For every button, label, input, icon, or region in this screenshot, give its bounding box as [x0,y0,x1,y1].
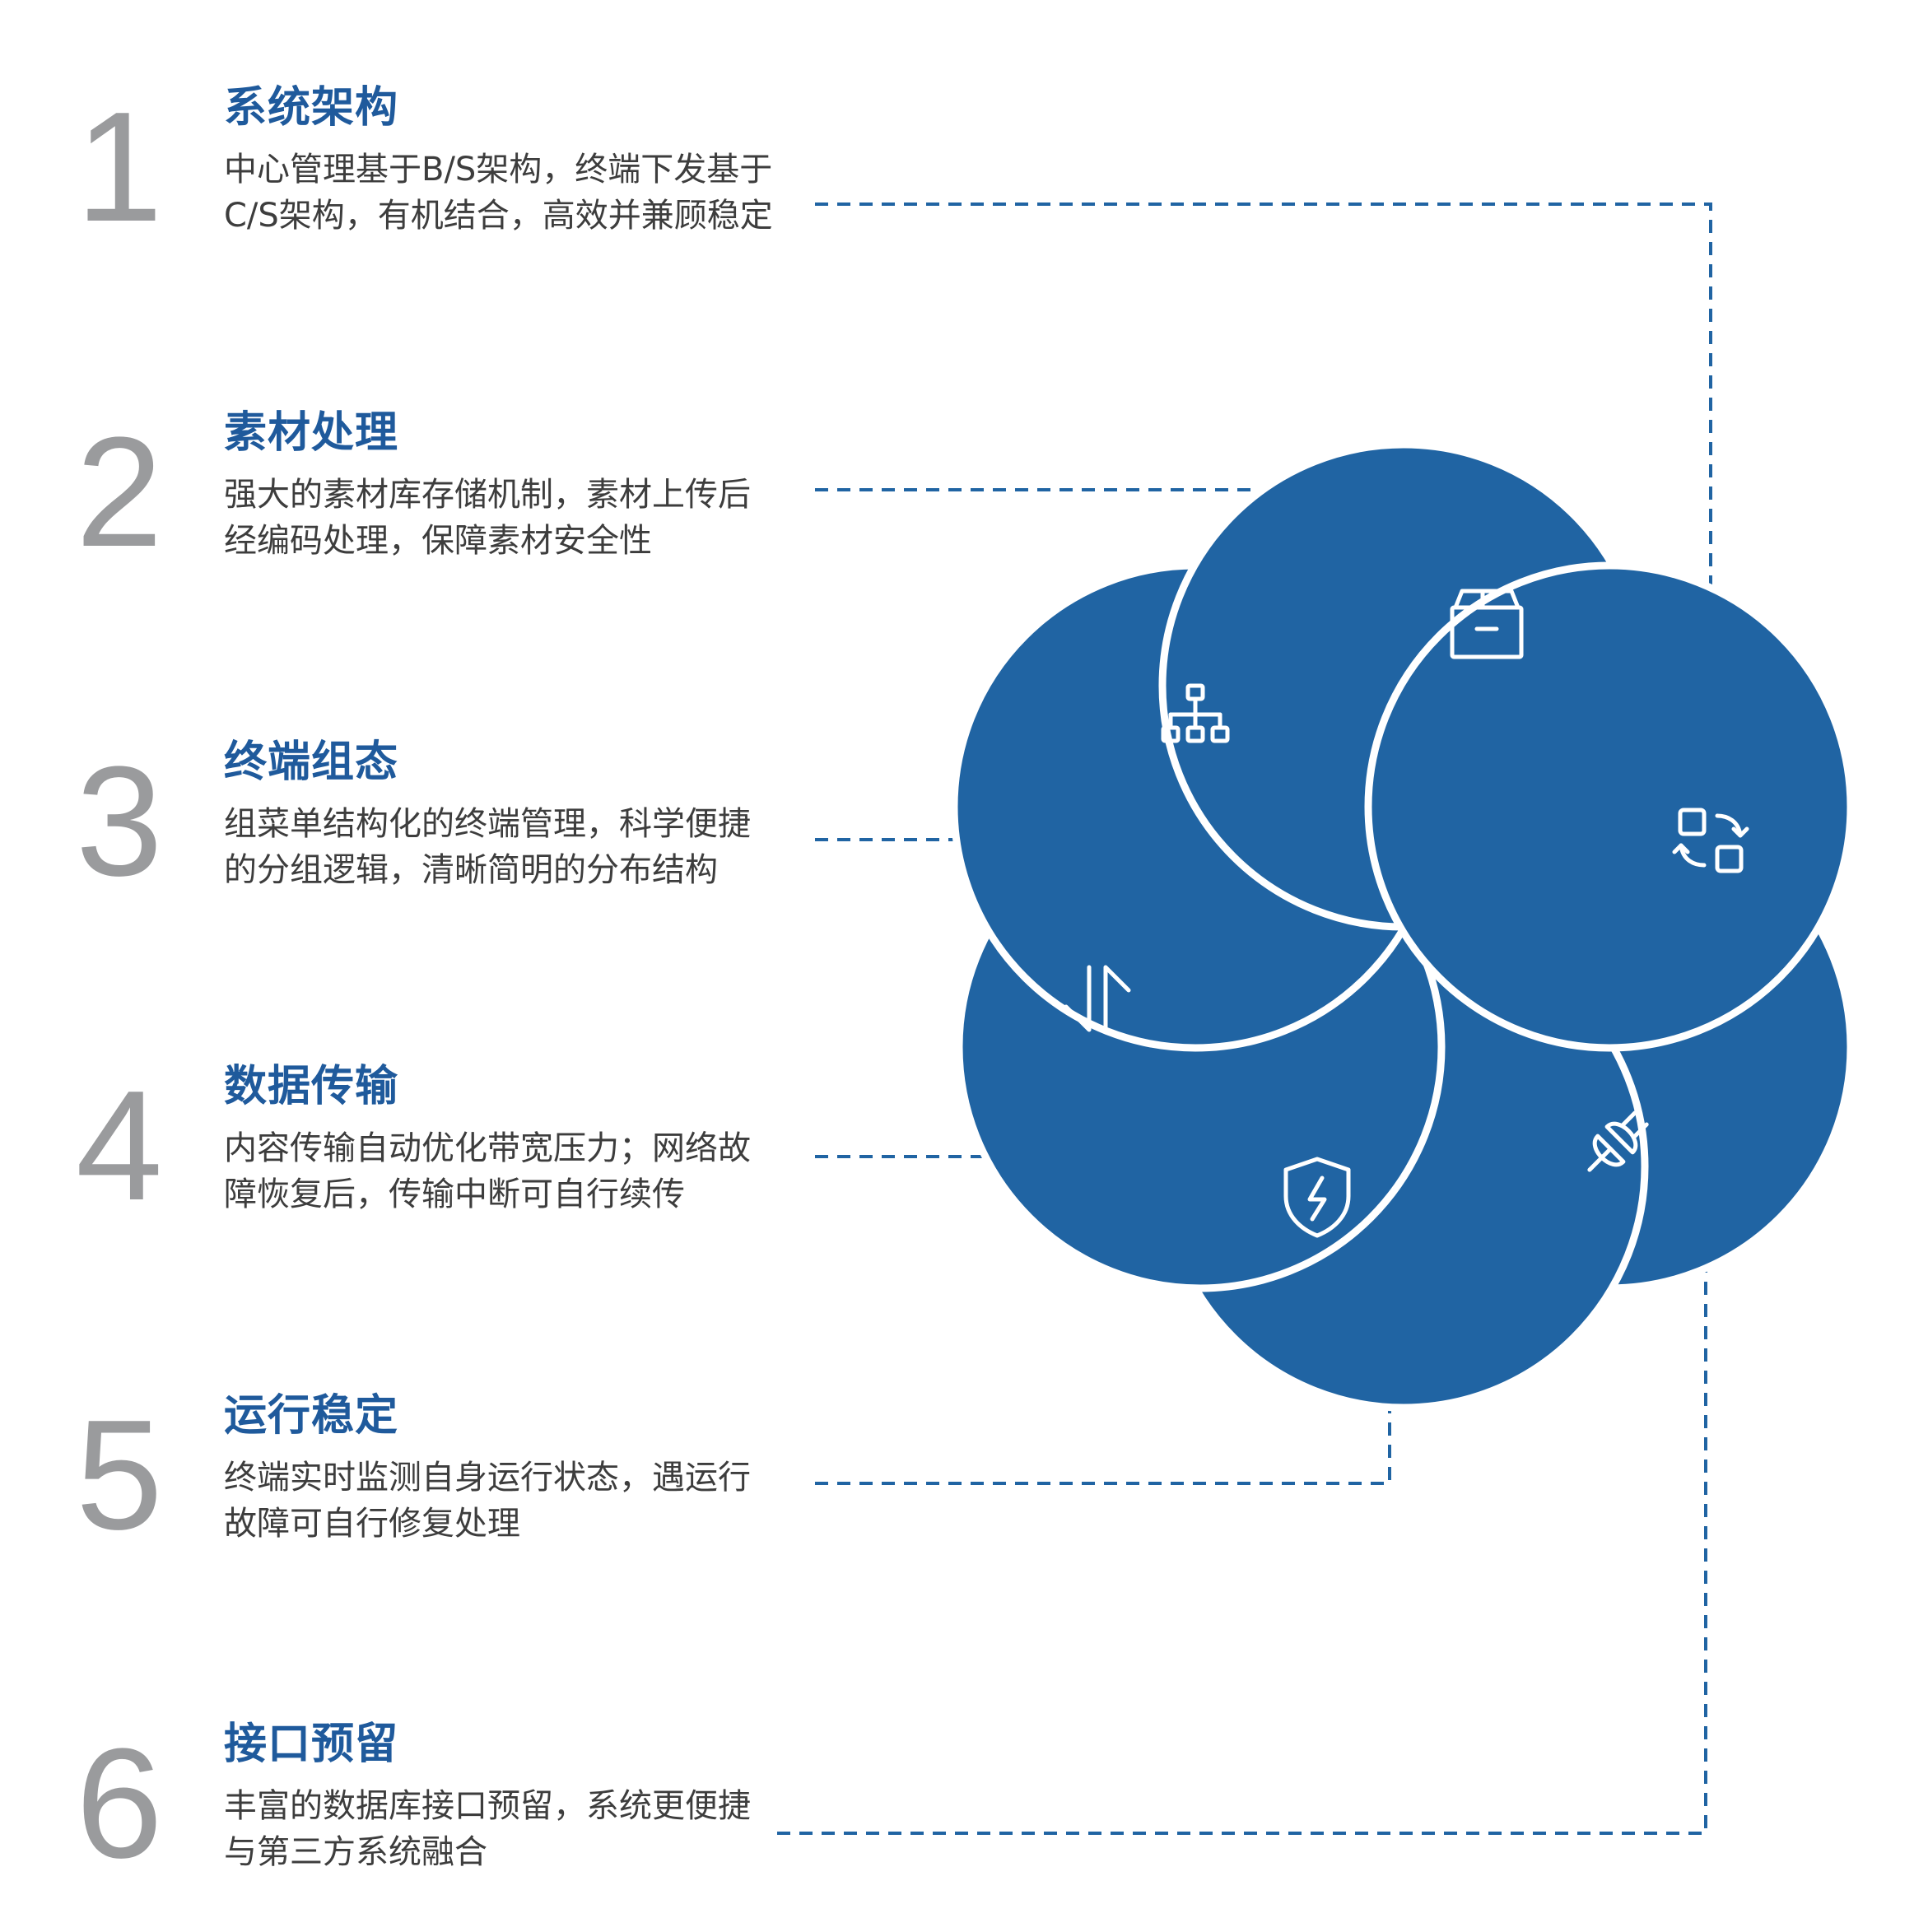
connector-1 [815,203,1712,601]
feature-description: 丰富的数据库接口预留，系统更便捷 与第三方系统融合 [224,1783,800,1875]
box-icon [1450,589,1524,659]
feature-number: 1 [76,80,163,254]
plug-icon [1587,1110,1649,1172]
feature-description-line: 终端实时监测自身运行状态，遇运行 [224,1459,751,1497]
feature-item-4: 4 数据传输 内容传输自动优化带宽压力；网络故 障恢复后，传输中断可自行续传 [0,1059,790,1265]
feature-number: 6 [76,1716,163,1891]
shield-lightning-icon [1283,1157,1351,1238]
feature-number: 3 [76,734,163,909]
feature-description-line: 的分组逻辑，清晰简明的分布结构 [224,851,718,889]
feature-title: 素材处理 [224,408,399,458]
transfer-arrows-icon [1064,965,1131,1032]
feature-description-line: 内容传输自动优化带宽压力；网络故 [224,1129,751,1167]
feature-number: 5 [76,1388,163,1562]
feature-description: 强大的素材库存储机制，素材上传后 经编码处理，保障素材安全性 [224,472,800,564]
feature-item-2: 2 素材处理 强大的素材库存储机制，素材上传后 经编码处理，保障素材安全性 [0,405,790,612]
feature-description-line: C/S架构，有机结合，高效并兼顾稳定 [224,197,773,235]
feature-description: 终端实时监测自身运行状态，遇运行 故障可自行修复处理 [224,1455,800,1547]
feature-description-line: 与第三方系统融合 [224,1833,487,1871]
feature-number: 2 [76,405,163,580]
swap-squares-icon [1672,808,1749,873]
feature-title: 接口预留 [224,1720,399,1769]
feature-title: 运行稳定 [224,1391,399,1441]
feature-item-6: 6 接口预留 丰富的数据库接口预留，系统更便捷 与第三方系统融合 [0,1716,790,1923]
feature-description-line: 丰富的数据库接口预留，系统更便捷 [224,1787,751,1825]
feature-description-line: 中心管理基于B/S架构，终端下发基于 [224,151,773,189]
org-chart-icon [1161,683,1230,743]
feature-item-5: 5 运行稳定 终端实时监测自身运行状态，遇运行 故障可自行修复处理 [0,1388,790,1594]
feature-description: 组菜单结构化的终端管理，科学便捷 的分组逻辑，清晰简明的分布结构 [224,801,800,893]
feature-description-line: 故障可自行修复处理 [224,1505,520,1543]
feature-title: 数据传输 [224,1062,399,1111]
feature-description-line: 经编码处理，保障素材安全性 [224,522,652,560]
feature-title: 终端组态 [224,738,399,787]
feature-description: 中心管理基于B/S架构，终端下发基于 C/S架构，有机结合，高效并兼顾稳定 [224,147,800,239]
feature-item-3: 3 终端组态 组菜单结构化的终端管理，科学便捷 的分组逻辑，清晰简明的分布结构 [0,734,790,941]
feature-description-line: 组菜单结构化的终端管理，科学便捷 [224,805,751,843]
feature-item-1: 1 系统架构 中心管理基于B/S架构，终端下发基于 C/S架构，有机结合，高效并… [0,80,790,286]
feature-description-line: 强大的素材库存储机制，素材上传后 [224,476,751,514]
feature-description-line: 障恢复后，传输中断可自行续传 [224,1175,685,1213]
petal-right-top [1364,561,1855,1052]
feature-title: 系统架构 [224,83,399,133]
feature-description: 内容传输自动优化带宽压力；网络故 障恢复后，传输中断可自行续传 [224,1125,800,1217]
feature-number: 4 [76,1059,163,1233]
